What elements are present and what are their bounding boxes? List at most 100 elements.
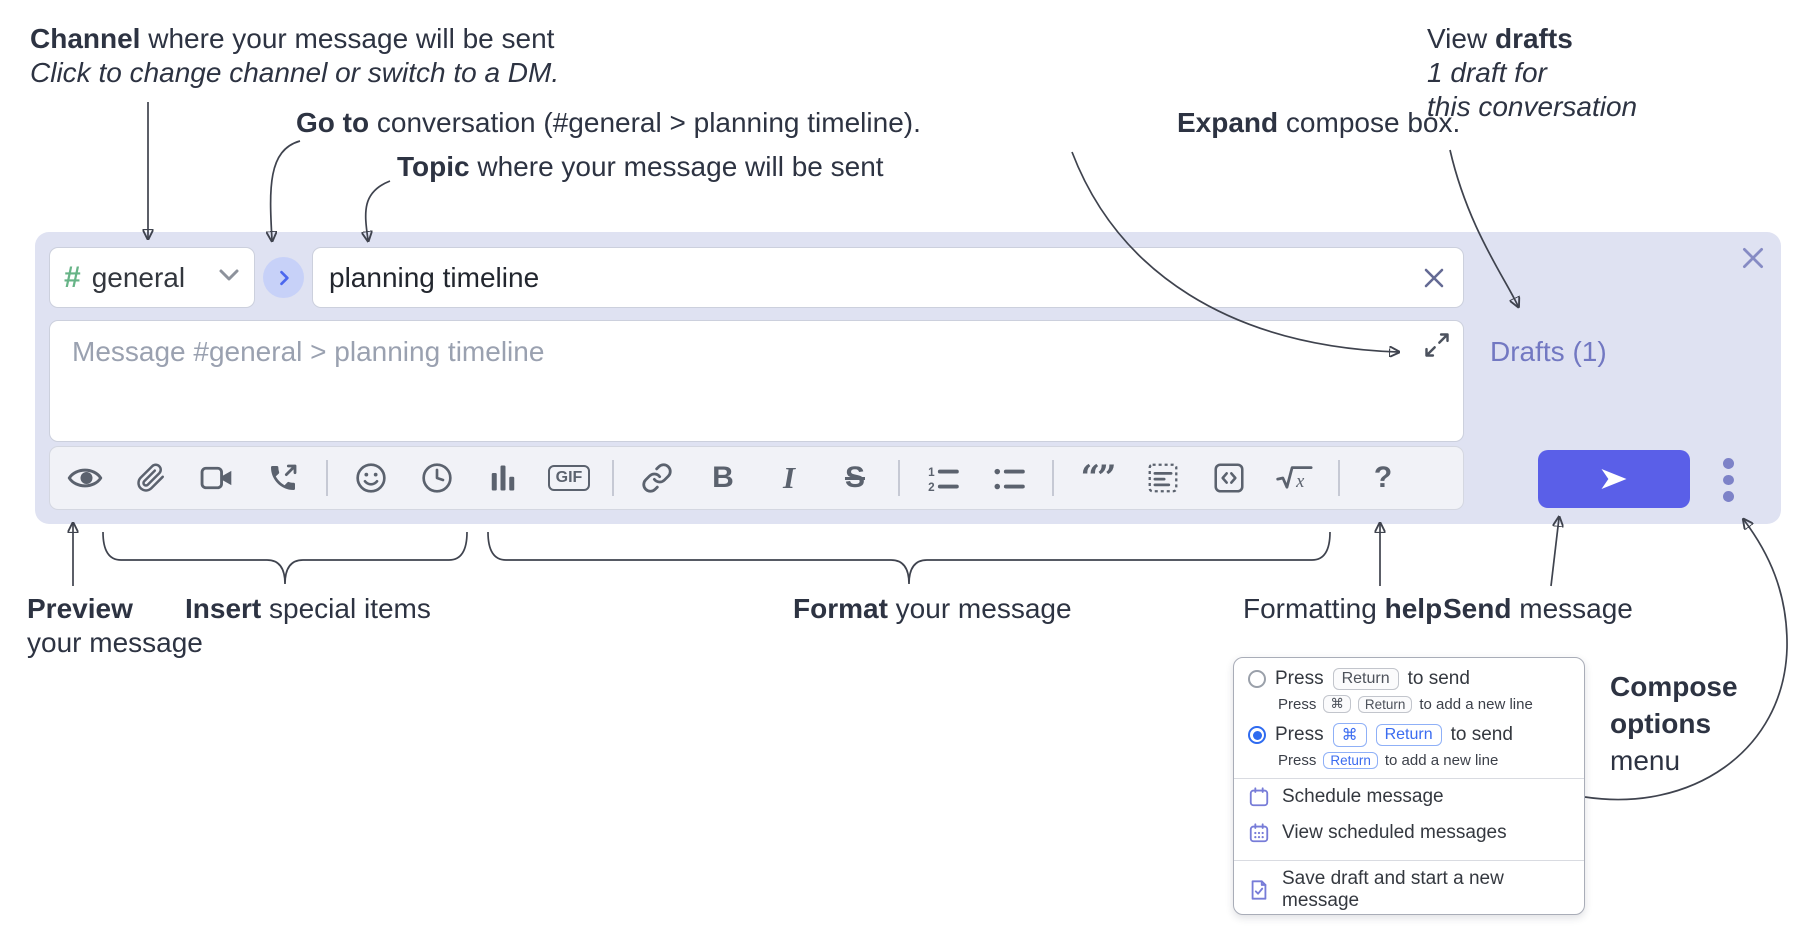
ellipsis-dot [1722, 458, 1734, 469]
channel-select-button[interactable]: # general [49, 247, 255, 308]
toolbar-divider [1338, 460, 1340, 496]
insert-annotation: Insert special items [185, 593, 431, 624]
gif-icon: GIF [547, 465, 591, 491]
add-global-time-button[interactable] [414, 453, 460, 503]
add-emoji-button[interactable] [348, 453, 394, 503]
eye-icon [67, 468, 103, 488]
view-drafts-annotation: View drafts 1 draft for this conversatio… [1427, 23, 1638, 122]
smiley-icon [356, 463, 386, 493]
file-check-icon [1248, 879, 1270, 901]
question-mark-icon: ? [1373, 461, 1393, 494]
link-icon [642, 463, 672, 493]
menu-divider [1234, 778, 1584, 779]
paperclip-icon [137, 463, 164, 492]
close-icon [1742, 247, 1764, 269]
message-input[interactable]: Message #general > planning timeline [49, 320, 1464, 442]
save-draft-item[interactable]: Save draft and start a new message [1234, 861, 1584, 919]
spoiler-icon [1148, 463, 1178, 493]
italic-button[interactable]: I [766, 453, 812, 503]
phone-outgoing-icon [271, 464, 297, 490]
format-brace [487, 531, 1331, 585]
compose-toolbar: GIF B I S 1 2 [49, 446, 1464, 510]
radio-selected[interactable] [1248, 726, 1266, 744]
numbered-list-icon: 1 2 [928, 466, 959, 493]
preview-message-button[interactable] [62, 453, 108, 503]
schedule-message-item[interactable]: Schedule message [1234, 779, 1584, 815]
attach-file-button[interactable] [128, 453, 174, 503]
clock-icon [422, 463, 452, 493]
clear-topic-button[interactable] [1421, 265, 1447, 291]
italic-icon: I [782, 460, 796, 495]
topic-input[interactable]: planning timeline [312, 247, 1464, 308]
toolbar-divider [326, 460, 328, 496]
compose-options-menu: Press Return to send Press ⌘ Return to a… [1233, 657, 1585, 915]
compose-options-annotation: Compose options menu [1610, 671, 1738, 776]
chevron-down-icon [218, 268, 240, 288]
compose-box: # general planning timeline Message #gen… [35, 232, 1781, 524]
math-button[interactable]: x [1272, 453, 1318, 503]
insert-link-button[interactable] [634, 453, 680, 503]
preview-annotation: Preview your message [27, 593, 203, 658]
format-annotation: Format your message [793, 593, 1072, 624]
bulleted-list-button[interactable] [986, 453, 1032, 503]
expand-compose-button[interactable] [1423, 331, 1451, 359]
strikethrough-button[interactable]: S [832, 453, 878, 503]
key-return: Return [1375, 724, 1442, 746]
channel-name: general [91, 261, 186, 293]
send-button[interactable] [1538, 450, 1690, 508]
numbered-list-button[interactable]: 1 2 [920, 453, 966, 503]
key-cmd: ⌘ [1323, 695, 1351, 713]
svg-text:2: 2 [928, 481, 935, 493]
key-return: Return [1323, 752, 1378, 769]
calendar-grid-icon [1248, 822, 1270, 844]
start-voice-call-button[interactable] [260, 453, 306, 503]
channel-annotation: Channel where your message will be sent … [30, 23, 560, 88]
send-shortcut-option-2[interactable]: Press ⌘ Return to send Press Return to a… [1234, 713, 1584, 769]
ellipsis-dot [1722, 491, 1734, 503]
quote-icon: “” [1080, 458, 1116, 498]
radio-unselected[interactable] [1248, 670, 1266, 688]
math-sqrt-icon: x [1276, 466, 1313, 491]
bar-chart-icon [491, 465, 515, 491]
send-icon [1601, 469, 1627, 489]
ellipsis-dot [1722, 474, 1734, 486]
add-gif-button[interactable]: GIF [546, 453, 592, 503]
insert-brace [102, 531, 468, 585]
start-video-call-button[interactable] [194, 453, 240, 503]
key-cmd: ⌘ [1332, 723, 1367, 747]
formatting-help-annotation: Formatting help [1243, 593, 1443, 624]
toolbar-divider [898, 460, 900, 496]
send-shortcut-option-1[interactable]: Press Return to send Press ⌘ Return to a… [1234, 658, 1584, 713]
strikethrough-icon: S [844, 461, 865, 494]
send-annotation-line [1550, 518, 1559, 587]
add-poll-button[interactable] [480, 453, 526, 503]
go-to-conversation-button[interactable] [263, 257, 304, 298]
bold-button[interactable]: B [700, 453, 746, 503]
goto-annotation-line [271, 140, 301, 240]
code-icon [1214, 463, 1244, 493]
expand-annotation: Expand compose box. [1177, 107, 1461, 138]
bulleted-list-icon [994, 468, 1025, 490]
view-scheduled-messages-item[interactable]: View scheduled messages [1234, 815, 1584, 851]
close-compose-button[interactable] [1739, 244, 1767, 272]
calendar-icon [1248, 786, 1270, 808]
drafts-link[interactable]: Drafts (1) [1490, 336, 1607, 367]
topic-value: planning timeline [329, 261, 540, 293]
send-annotation: Send message [1443, 593, 1633, 624]
quote-button[interactable]: “” [1074, 453, 1120, 503]
expand-icon [1425, 333, 1449, 357]
bold-icon: B [712, 461, 734, 494]
close-icon [1424, 268, 1444, 287]
formatting-help-button[interactable]: ? [1360, 453, 1406, 503]
code-button[interactable] [1206, 453, 1252, 503]
svg-text:1: 1 [928, 466, 935, 479]
svg-text:x: x [1295, 471, 1305, 491]
spoiler-button[interactable] [1140, 453, 1186, 503]
key-return: Return [1332, 668, 1399, 690]
toolbar-divider [1052, 460, 1054, 496]
key-return: Return [1357, 695, 1413, 713]
message-placeholder: Message #general > planning timeline [72, 336, 545, 367]
compose-options-button[interactable] [1710, 458, 1746, 503]
topic-annotation: Topic where your message will be sent [397, 151, 884, 182]
menu-divider [1234, 860, 1584, 861]
